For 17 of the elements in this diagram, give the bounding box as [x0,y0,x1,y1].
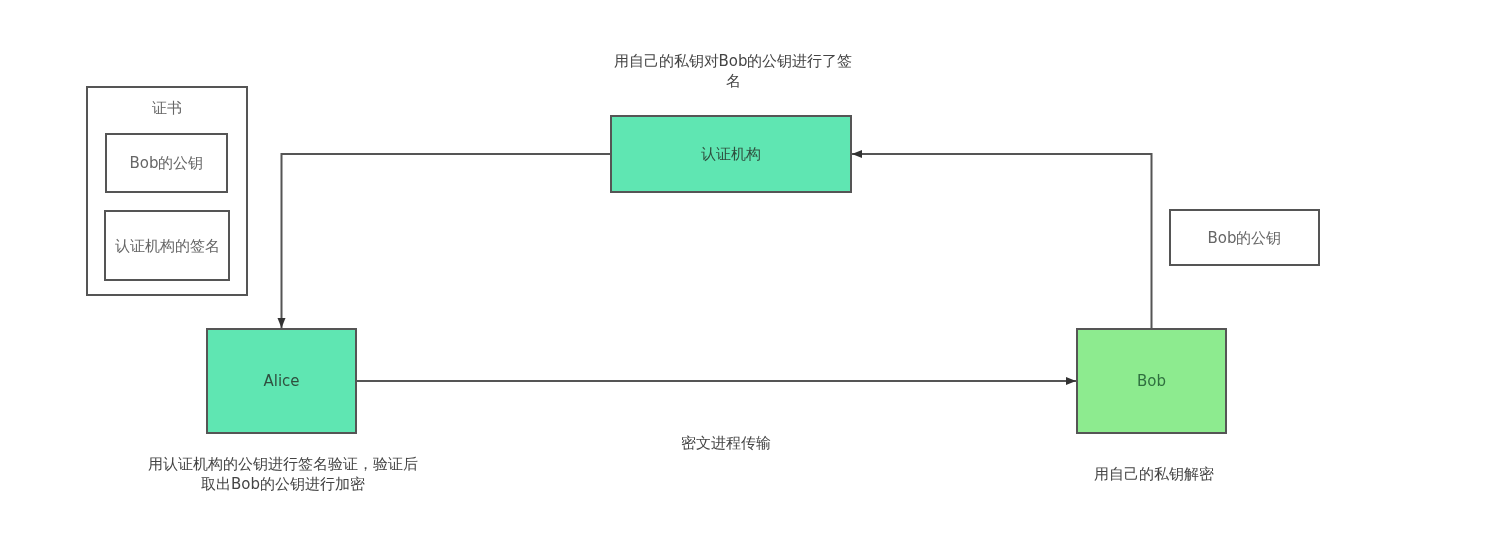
public-key-box [1169,209,1320,266]
node-caption: 用认证机构的公钥进行签名验证，验证后取出Bob的公钥进行加密 [148,454,418,494]
arrow [851,150,1153,329]
node-caption: 用自己的私钥解密 [1092,464,1215,484]
node-label: Bob的公钥 [1206,227,1283,249]
node-label: 认证机构的签名 [113,235,221,257]
public-key-box [105,133,228,193]
node-label: Bob的公钥 [128,153,205,174]
node-label: Bob [1136,371,1167,392]
node-caption: 用自己的私钥对Bob的公钥进行了签名 [612,51,854,91]
arrow [277,153,611,329]
signature-box [104,210,230,281]
certificate-box [86,86,248,296]
node-label: 证书 [151,98,183,119]
node-label: 认证机构 [700,144,762,165]
node-label: Alice [262,371,301,392]
arrow [356,377,1077,385]
